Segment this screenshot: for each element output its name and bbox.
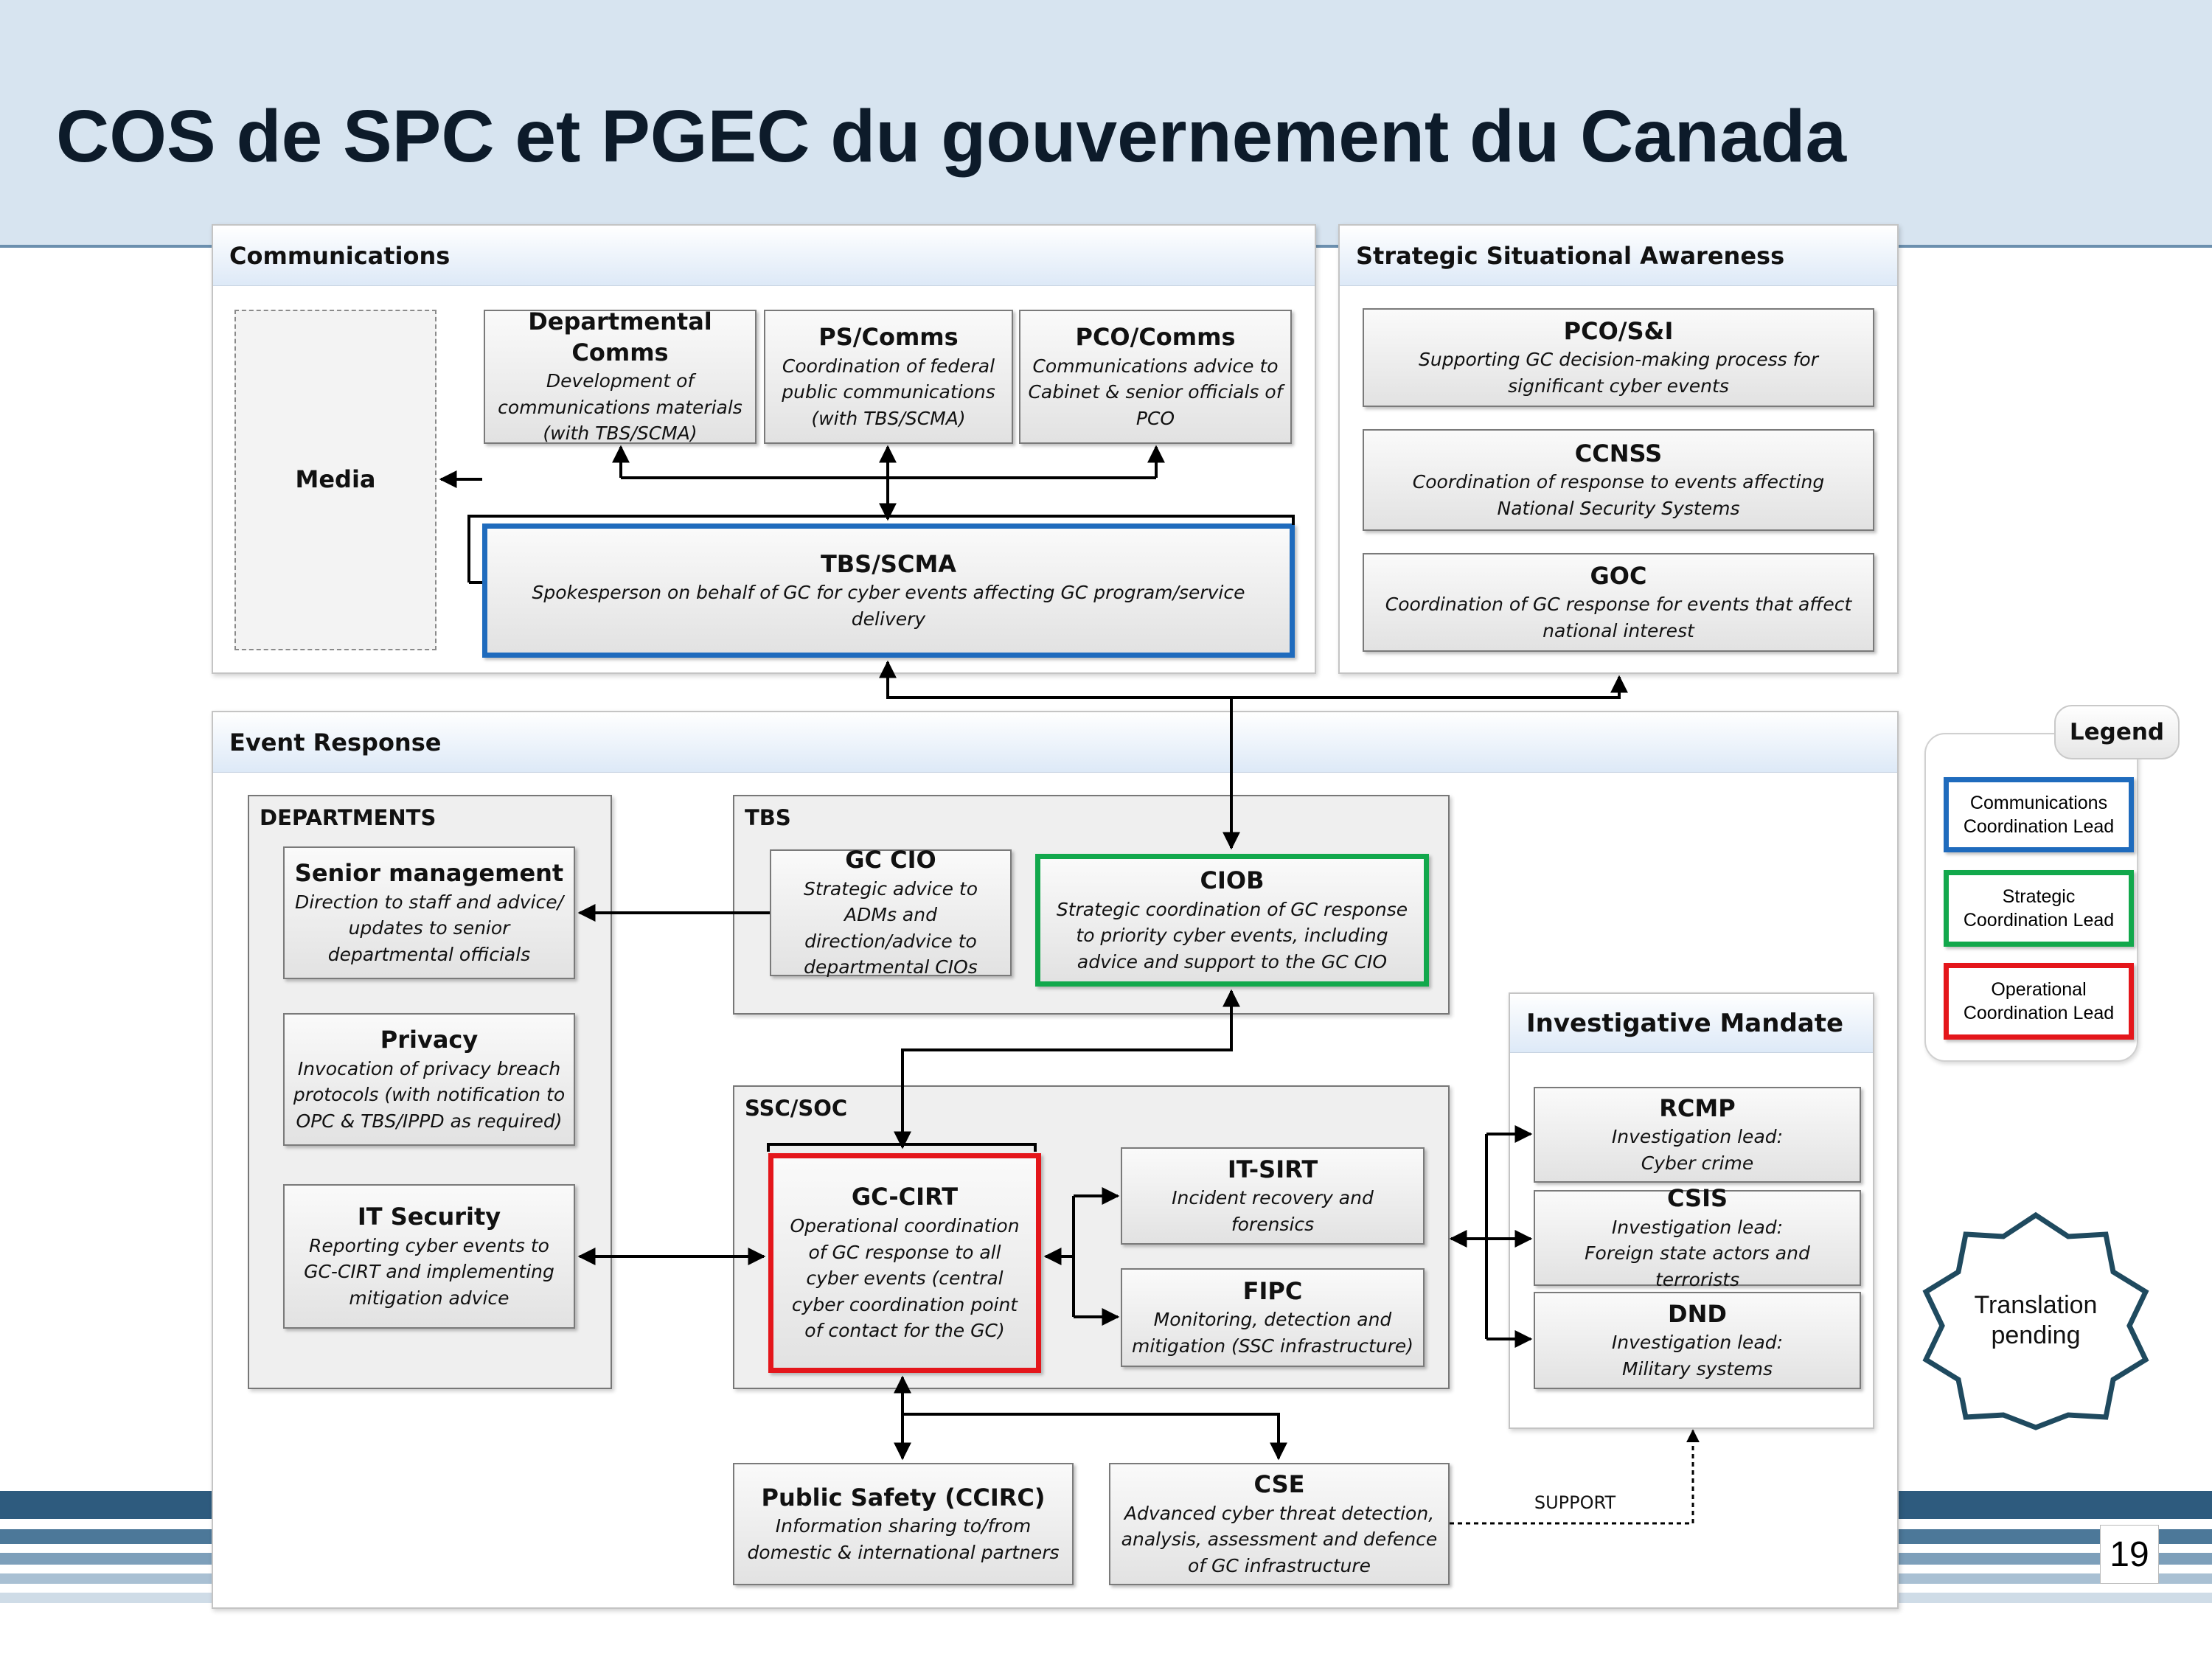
rcmp-title: RCMP	[1659, 1093, 1736, 1122]
translation-pending-label: Translation pending	[1974, 1291, 2098, 1349]
gc-cirt-box: GC-CIRT Operational coordination of GC r…	[768, 1153, 1041, 1373]
goc-desc: Coordination of GC response for events t…	[1385, 594, 1852, 641]
privacy-box: Privacy Invocation of privacy breach pro…	[283, 1013, 575, 1146]
it-security-desc: Reporting cyber events to GC-CIRT and im…	[304, 1234, 554, 1309]
ciob-box: CIOB Strategic coordination of GC respon…	[1035, 854, 1429, 987]
departmental-comms-title: Departmental Comms	[528, 307, 712, 366]
legend-operational-lead: Operational Coordination Lead	[1944, 963, 2134, 1040]
rcmp-box: RCMP Investigation lead: Cyber crime	[1534, 1087, 1861, 1183]
translation-pending-badge-shape	[1922, 1211, 2149, 1430]
cse-title: CSE	[1253, 1470, 1305, 1498]
page-number: 19	[2100, 1525, 2159, 1584]
csis-desc-lead: Investigation lead:	[1611, 1216, 1784, 1238]
privacy-title: Privacy	[380, 1025, 479, 1054]
rcmp-desc-lead: Investigation lead:	[1611, 1126, 1784, 1148]
ps-comms-desc: Coordination of federal public communica…	[782, 355, 995, 429]
dnd-box: DND Investigation lead: Military systems	[1534, 1292, 1861, 1389]
pco-si-box: PCO/S&I Supporting GC decision-making pr…	[1363, 308, 1874, 407]
communications-header: Communications	[213, 226, 1315, 286]
csis-desc: Foreign state actors and terrorists	[1585, 1242, 1810, 1290]
event-response-header: Event Response	[213, 712, 1897, 773]
ciob-desc: Strategic coordination of GC response to…	[1056, 898, 1408, 973]
csis-box: CSIS Investigation lead: Foreign state a…	[1534, 1184, 1861, 1290]
senior-management-title: Senior management	[294, 858, 564, 887]
pco-comms-box: PCO/Comms Communications advice to Cabin…	[1019, 310, 1292, 444]
header-band	[0, 0, 2212, 248]
ccnss-title: CCNSS	[1574, 439, 1663, 467]
it-sirt-desc: Incident recovery and forensics	[1172, 1187, 1374, 1235]
ssc-soc-label: SSC/SOC	[745, 1096, 848, 1121]
page-title: COS de SPC et PGEC du gouvernement du Ca…	[56, 95, 1847, 178]
rcmp-desc: Cyber crime	[1641, 1152, 1754, 1174]
tbs-scma-title: TBS/SCMA	[820, 549, 957, 578]
public-safety-desc: Information sharing to/from domestic & i…	[747, 1515, 1060, 1563]
gc-cio-title: GC CIO	[845, 846, 936, 874]
tbs-scma-box: TBS/SCMA Spokesperson on behalf of GC fo…	[482, 524, 1295, 658]
legend-strategic-lead: Strategic Coordination Lead	[1944, 870, 2134, 947]
departments-label: DEPARTMENTS	[260, 805, 437, 830]
ccnss-box: CCNSS Coordination of response to events…	[1363, 429, 1874, 531]
pco-comms-title: PCO/Comms	[1075, 322, 1236, 351]
it-security-box: IT Security Reporting cyber events to GC…	[283, 1184, 575, 1329]
public-safety-box: Public Safety (CCIRC) Information sharin…	[733, 1463, 1074, 1585]
departmental-comms-desc: Development of communications materials …	[498, 370, 742, 445]
legend-title: Legend	[2054, 705, 2180, 759]
dnd-desc: Military systems	[1622, 1357, 1773, 1380]
privacy-desc: Invocation of privacy breach protocols (…	[293, 1057, 566, 1132]
legend-communications-lead: Communications Coordination Lead	[1944, 777, 2134, 852]
ciob-title: CIOB	[1200, 866, 1265, 894]
departmental-comms-box: Departmental Comms Development of commun…	[484, 307, 757, 445]
fipc-box: FIPC Monitoring, detection and mitigatio…	[1121, 1268, 1425, 1367]
goc-box: GOC Coordination of GC response for even…	[1363, 553, 1874, 652]
senior-management-desc: Direction to staff and advice/ updates t…	[294, 891, 564, 965]
dnd-title: DND	[1668, 1299, 1727, 1328]
investigative-header: Investigative Mandate	[1510, 994, 1873, 1053]
fipc-desc: Monitoring, detection and mitigation (SS…	[1131, 1309, 1414, 1357]
tbs-scma-desc: Spokesperson on behalf of GC for cyber e…	[532, 582, 1245, 630]
it-security-title: IT Security	[357, 1202, 501, 1231]
it-sirt-title: IT-SIRT	[1227, 1155, 1318, 1183]
strategic-header: Strategic Situational Awareness	[1340, 226, 1897, 286]
media-label: Media	[295, 465, 376, 494]
dnd-desc-lead: Investigation lead:	[1611, 1332, 1784, 1354]
fipc-title: FIPC	[1242, 1276, 1303, 1305]
tbs-label: TBS	[745, 805, 791, 830]
support-label: SUPPORT	[1534, 1492, 1616, 1513]
goc-title: GOC	[1590, 561, 1647, 590]
public-safety-title: Public Safety (CCIRC)	[761, 1483, 1046, 1512]
gc-cirt-desc: Operational coordination of GC response …	[790, 1215, 1020, 1342]
gc-cirt-title: GC-CIRT	[851, 1183, 959, 1211]
csis-title: CSIS	[1666, 1183, 1728, 1212]
pco-si-desc: Supporting GC decision-making process fo…	[1419, 349, 1818, 397]
ccnss-desc: Coordination of response to events affec…	[1412, 471, 1825, 519]
ps-comms-box: PS/Comms Coordination of federal public …	[764, 310, 1013, 444]
cse-desc: Advanced cyber threat detection, analysi…	[1121, 1502, 1438, 1576]
cse-box: CSE Advanced cyber threat detection, ana…	[1109, 1463, 1450, 1585]
pco-comms-desc: Communications advice to Cabinet & senio…	[1028, 355, 1283, 429]
gc-cio-box: GC CIO Strategic advice to ADMs and dire…	[770, 846, 1012, 978]
pco-si-title: PCO/S&I	[1563, 316, 1674, 345]
senior-management-box: Senior management Direction to staff and…	[283, 846, 575, 979]
it-sirt-box: IT-SIRT Incident recovery and forensics	[1121, 1147, 1425, 1245]
gc-cio-desc: Strategic advice to ADMs and direction/a…	[803, 877, 978, 978]
ps-comms-title: PS/Comms	[818, 322, 959, 351]
media-box: Media	[234, 310, 437, 650]
